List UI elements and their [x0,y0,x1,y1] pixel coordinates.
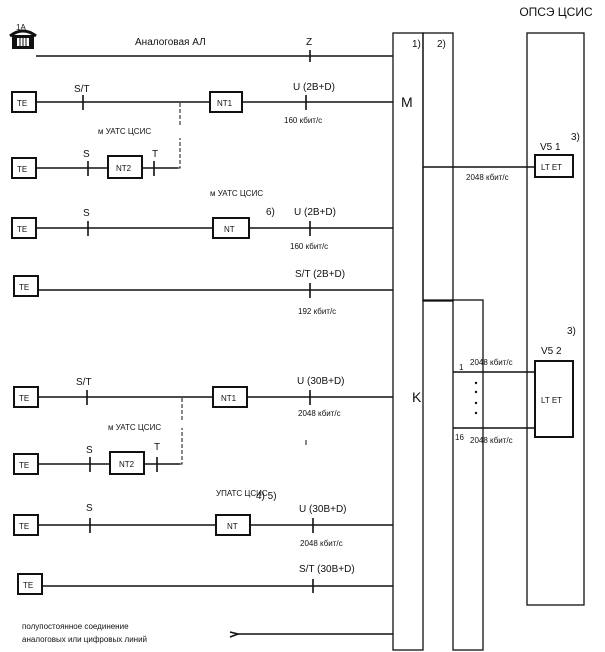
v51-note: 3) [571,132,580,143]
rate-line-5: 2048 кбит/с [298,409,341,418]
analog-line-caption: Аналоговая АЛ [135,37,206,48]
nt-box-7-label: NT [227,522,238,531]
iface-line-7: U (30B+D) [299,504,347,515]
v52-box-label: LT ET [541,396,562,405]
v52-lt-et-box [534,360,574,438]
nt2-caption-2: м УАТС ЦСИС [108,423,161,432]
legend-line-2: аналоговых или цифровых линий [22,635,147,644]
rate-line-4: 192 кбит/с [298,307,336,316]
iface-line-5: U (30B+D) [297,376,345,387]
ref-s-2: S [83,149,90,160]
v51-rate: 2048 кбит/с [466,173,509,182]
nt-box-3-label: NT [224,225,235,234]
access-node-frame-1 [392,32,424,651]
ref-s-6: S [86,445,93,456]
nt1-box-5-label: NT1 [221,394,237,403]
telephone-icon [9,29,37,49]
v52-note: 3) [567,326,576,337]
nt-caption-3: м УАТС ЦСИС [210,189,263,198]
v51-box-label: LT ET [541,163,562,172]
note-4-5: 4) 5) [256,491,277,502]
legend-line-1: полупостоянное соединение [22,622,129,631]
v52-label: V5 2 [541,346,562,357]
ref-t-2: T [152,149,158,160]
iface-line-1: U (2B+D) [293,82,335,93]
lsea-frame [526,32,585,606]
ref-st-5: S/T [76,377,92,388]
ref-st-1: S/T [74,84,90,95]
ref-s-3: S [83,208,90,219]
nt2-box-1 [107,155,143,179]
rate-line-3: 160 кбит/с [290,242,328,251]
note-2: 2) [437,39,446,50]
ref-t-6: T [154,442,160,453]
rate-line-7: 2048 кбит/с [300,539,343,548]
terminal-te-7-label: TE [19,522,29,531]
semi-permanent-arrow-icon [229,631,241,638]
lsea-title: ОПСЭ ЦСИС [519,5,593,19]
access-node-frame-2-lower [452,299,484,651]
terminal-te-3-label: TE [17,225,27,234]
terminal-te-4-label: TE [19,283,29,292]
v52-ellipsis [474,381,478,415]
iface-line-4: S/T (2B+D) [295,269,345,280]
ref-z: Z [306,37,312,48]
terminal-te-5-label: TE [19,394,29,403]
terminal-te-4 [13,275,39,297]
multiplexer-label: M [401,94,413,110]
terminal-te-1-label: TE [17,99,27,108]
terminal-te-6-label: TE [19,461,29,470]
iface-line-3: U (2B+D) [294,207,336,218]
terminal-te-8-label: TE [23,581,33,590]
v51-label: V5 1 [540,142,561,153]
note-6: 6) [266,207,275,218]
v51-lt-et-box [534,154,574,178]
iface-line-8: S/T (30B+D) [299,564,355,575]
terminal-te-8 [17,573,43,595]
rate-line-1: 160 кбит/с [284,116,322,125]
ref-s-7: S [86,503,93,514]
v52-rate-top: 2048 кбит/с [470,358,513,367]
v52-index-last: 16 [455,433,464,442]
nt2-box-1-label: NT2 [116,164,132,173]
v52-index-first: 1 [459,363,464,372]
nt2-box-2 [109,451,145,475]
phone-label: 1A [16,23,26,32]
nt2-caption-1: м УАТС ЦСИС [98,127,151,136]
nt-caption-7: УПАТС ЦСИС [216,489,268,498]
concentrator-label: K [412,389,422,405]
terminal-te-2-label: TE [17,165,27,174]
nt2-box-2-label: NT2 [119,460,135,469]
nt1-box-1-label: NT1 [217,99,233,108]
note-1: 1) [412,39,421,50]
v52-rate-bottom: 2048 кбит/с [470,436,513,445]
